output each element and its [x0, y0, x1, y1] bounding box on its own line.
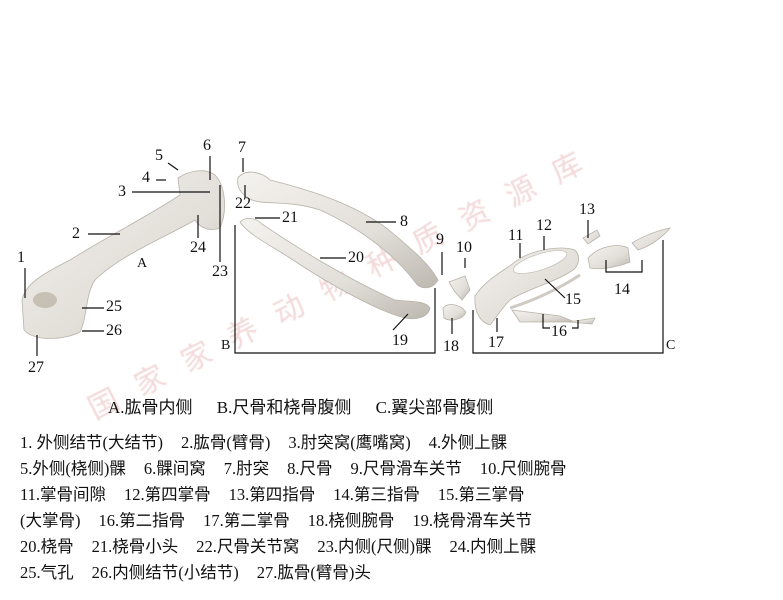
legend-item: 23.内侧(尺侧)髁	[317, 537, 432, 556]
legend-item: 6.髁间窝	[143, 459, 206, 478]
legend-item: 8.尺骨	[287, 459, 333, 478]
legend-item: 14.第三指骨	[333, 485, 420, 504]
label-24: 24	[190, 239, 206, 256]
label-4: 4	[142, 169, 150, 186]
legend-item: 21.桡骨小头	[91, 537, 179, 556]
legend-item: 12.第四掌骨	[124, 485, 211, 504]
panel-label-c: C	[666, 338, 676, 353]
label-22: 22	[235, 195, 251, 212]
legend-item: 20.桡骨	[20, 537, 74, 556]
legend-item: 17.第二掌骨	[203, 511, 290, 530]
radius-bone	[239, 218, 431, 320]
label-21: 21	[282, 209, 298, 226]
label-7: 7	[238, 139, 246, 156]
legend-item: 10.尺侧腕骨	[479, 459, 567, 478]
legend-item: 3.肘突窝(鹰嘴窝)	[288, 433, 411, 452]
legend-row: 25.气孔 26.内侧结节(小结节) 27.肱骨(臂骨)头	[20, 560, 585, 586]
legend-item: 1. 外侧结节(大结节)	[20, 433, 163, 452]
phalanx-bones	[582, 227, 671, 270]
label-26: 26	[106, 322, 122, 339]
legend-item: 11.掌骨间隙	[20, 485, 107, 504]
legend-row: 11.掌骨间隙 12.第四掌骨 13.第四指骨 14.第三指骨 15.第三掌骨	[20, 482, 585, 508]
label-6: 6	[203, 137, 211, 154]
ulna-bone	[237, 171, 439, 289]
label-10: 10	[456, 239, 472, 256]
legend-item: 18.桡侧腕骨	[307, 511, 395, 530]
panel-label-b: B	[221, 338, 231, 353]
label-1: 1	[17, 249, 25, 266]
legend-item: 16.第二指骨	[98, 511, 186, 530]
label-5: 5	[155, 147, 163, 164]
label-23: 23	[212, 263, 228, 280]
label-18: 18	[443, 338, 459, 355]
legend-item: 13.第四指骨	[228, 485, 316, 504]
label-9: 9	[436, 231, 444, 248]
panel-label-a: A	[137, 256, 148, 271]
legend-item: 25.气孔	[20, 563, 74, 582]
label-17: 17	[488, 334, 504, 351]
label-8: 8	[400, 213, 408, 230]
label-27: 27	[28, 359, 44, 376]
panel-captions: A.肱骨内侧 B.尺骨和桡骨腹侧 C.翼尖部骨腹侧	[108, 393, 513, 418]
bracket-c	[472, 240, 664, 354]
legend-item: 26.内侧结节(小结节)	[91, 563, 239, 582]
caption-b: B.尺骨和桡骨腹侧	[216, 398, 352, 417]
label-3: 3	[118, 183, 126, 200]
label-20: 20	[348, 249, 364, 266]
bracket-b	[234, 225, 436, 354]
legend-item: 19.桡骨滑车关节	[412, 511, 532, 530]
label-14: 14	[614, 281, 630, 298]
label-2: 2	[72, 225, 80, 242]
legend-item: 24.内侧上髁	[449, 537, 537, 556]
legend-item: 7.肘突	[223, 459, 270, 478]
legend: 1. 外侧结节(大结节) 2.肱骨(臂骨) 3.肘突窝(鹰嘴窝) 4.外侧上髁 5.外…	[20, 430, 585, 586]
label-19: 19	[392, 332, 408, 349]
legend-row: (大掌骨) 16.第二指骨 17.第二掌骨 18.桡侧腕骨 19.桡骨滑车关节	[20, 508, 585, 534]
label-12: 12	[536, 217, 552, 234]
legend-row: 5.外侧(桡侧)髁 6.髁间窝 7.肘突 8.尺骨 9.尺骨滑车关节 10.尺侧腕骨	[20, 456, 585, 482]
legend-row: 20.桡骨 21.桡骨小头 22.尺骨关节窝 23.内侧(尺侧)髁 24.内侧上髁	[20, 534, 585, 560]
label-13: 13	[579, 201, 595, 218]
caption-c: C.翼尖部骨腹侧	[375, 398, 494, 417]
legend-item: 15.第三掌骨	[437, 485, 525, 504]
legend-item: 4.外侧上髁	[428, 433, 508, 452]
caption-a: A.肱骨内侧	[108, 398, 193, 417]
carpometacarpus-bone	[474, 247, 596, 326]
label-16: 16	[551, 323, 567, 340]
bone-illustration	[21, 156, 671, 356]
carpal-bones	[442, 275, 471, 321]
leader-lines	[24, 156, 664, 356]
label-15: 15	[565, 291, 581, 308]
legend-item: 2.肱骨(臂骨)	[181, 433, 271, 452]
legend-item: 22.尺骨关节窝	[196, 537, 300, 556]
label-11: 11	[508, 227, 524, 244]
legend-item: (大掌骨)	[20, 511, 81, 530]
label-25: 25	[106, 298, 122, 315]
legend-item: 27.肱骨(臂骨)头	[256, 563, 371, 582]
legend-row: 1. 外侧结节(大结节) 2.肱骨(臂骨) 3.肘突窝(鹰嘴窝) 4.外侧上髁	[20, 430, 585, 456]
legend-item: 9.尺骨滑车关节	[350, 459, 462, 478]
legend-item: 5.外侧(桡侧)髁	[20, 459, 126, 478]
